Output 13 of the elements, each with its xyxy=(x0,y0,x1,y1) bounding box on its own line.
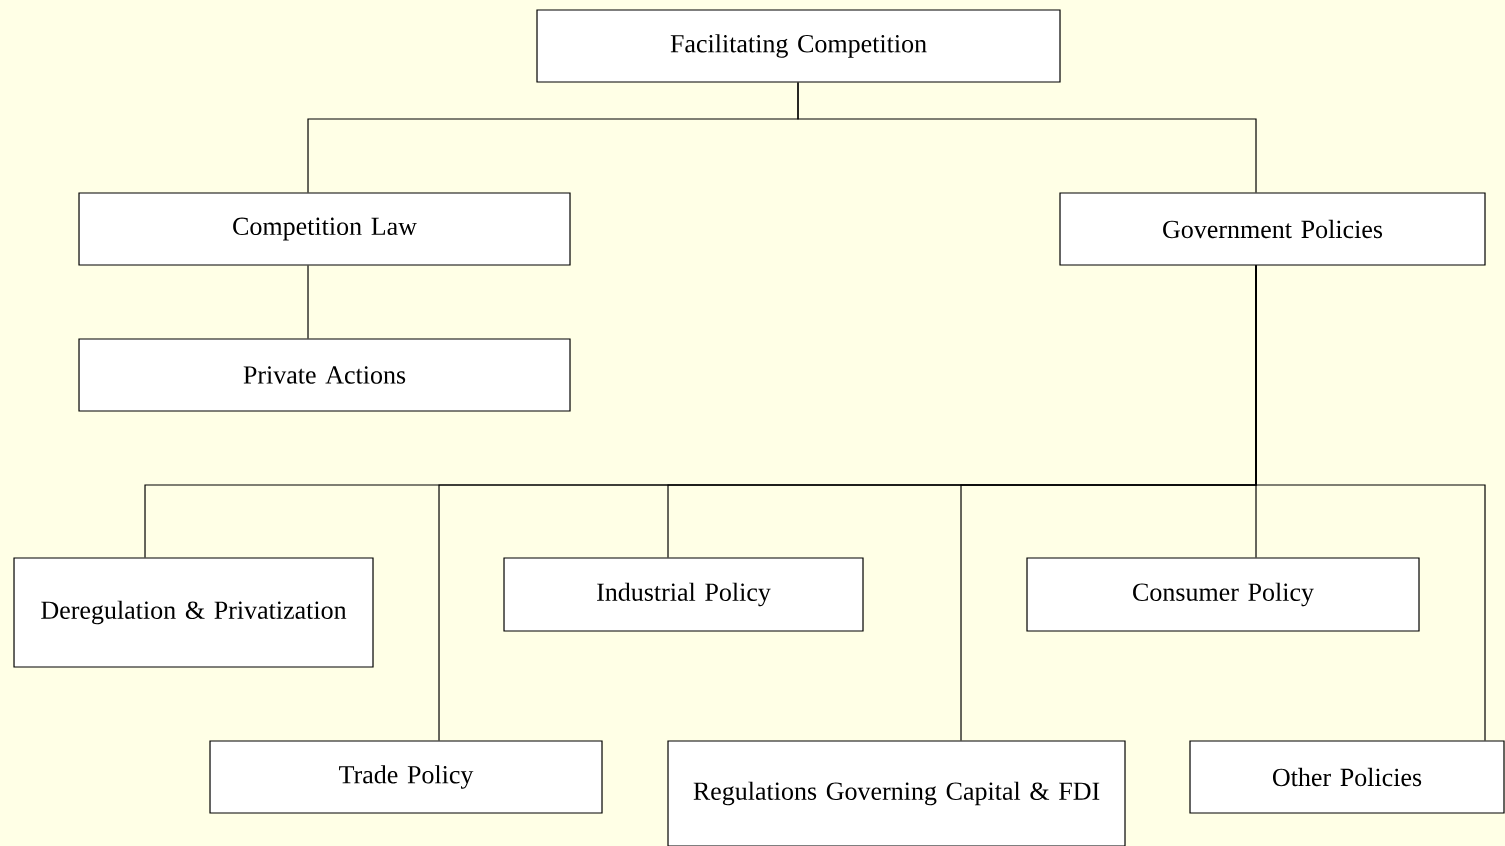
box: Facilitating Competition xyxy=(536,9,1061,83)
connector xyxy=(797,82,1257,193)
box: Private Actions xyxy=(78,338,571,412)
box: Trade Policy xyxy=(209,740,603,814)
box: Other Policies xyxy=(1189,740,1505,814)
connector xyxy=(307,265,309,339)
box: Consumer Policy xyxy=(1026,557,1420,632)
box: Government Policies xyxy=(1059,192,1486,266)
connector xyxy=(1255,265,1486,741)
box: Industrial Policy xyxy=(503,557,864,632)
box: Competition Law xyxy=(78,192,571,266)
box: Deregulation & Privatization xyxy=(13,557,374,668)
box: Regulations Governing Capital & FDI xyxy=(667,740,1126,846)
